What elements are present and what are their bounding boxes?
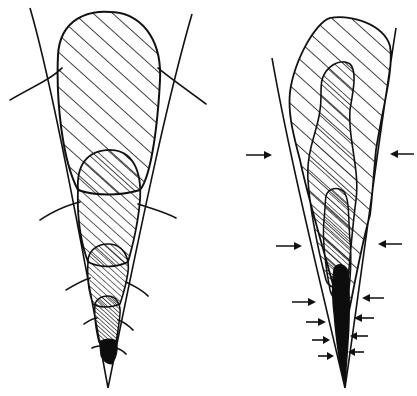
arrow-left-2	[276, 242, 302, 250]
arrow-left-4	[306, 318, 326, 326]
arrow-left-6	[318, 352, 334, 360]
arrow-right-4	[354, 314, 374, 322]
arrow-right-2	[378, 240, 402, 248]
right-zone-solid-core	[333, 265, 350, 384]
left-zone-fourth	[95, 296, 120, 344]
arrow-left-1	[246, 151, 272, 159]
right-panel	[246, 17, 414, 388]
left-panel	[10, 8, 206, 388]
arrow-left-5	[312, 336, 330, 344]
arrow-right-3	[362, 294, 384, 302]
arrow-right-1	[390, 150, 414, 158]
arrow-left-3	[292, 298, 316, 306]
